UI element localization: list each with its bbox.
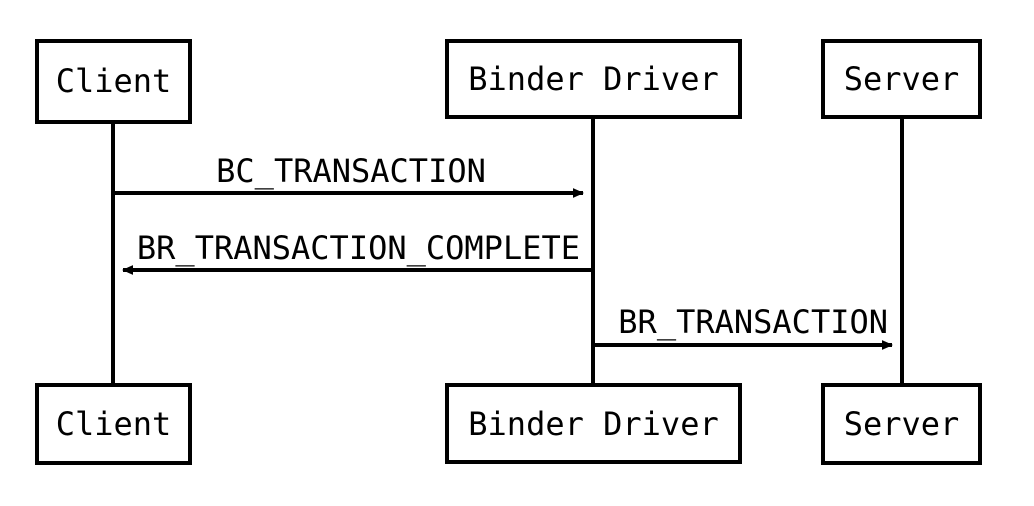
participant-header-server: Server <box>821 39 982 119</box>
participant-label-server-bottom: Server <box>844 405 960 443</box>
participant-header-client: Client <box>35 39 192 124</box>
participant-label-client-top: Client <box>56 62 172 100</box>
participant-footer-client: Client <box>35 383 192 465</box>
participant-box-client-top <box>35 39 192 124</box>
participant-box-client-bottom <box>35 383 192 465</box>
participant-box-binder-driver-bottom <box>445 383 742 464</box>
participant-box-server-top <box>821 39 982 119</box>
participant-footer-server: Server <box>821 383 982 465</box>
lifelines <box>111 117 904 385</box>
participant-label-client-bottom: Client <box>56 405 172 443</box>
messages: BC_TRANSACTION BR_TRANSACTION_COMPLETE B… <box>113 152 893 350</box>
participant-box-binder-driver-top <box>445 39 742 119</box>
participant-header-binder-driver: Binder Driver <box>445 39 742 119</box>
participant-label-server-top: Server <box>844 60 960 98</box>
participant-footer-binder-driver: Binder Driver <box>445 383 742 464</box>
message-label-br-transaction: BR_TRANSACTION <box>618 303 888 341</box>
participant-label-binder-driver-bottom: Binder Driver <box>468 405 718 443</box>
participant-label-binder-driver-top: Binder Driver <box>468 60 718 98</box>
participant-box-server-bottom <box>821 383 982 465</box>
message-label-bc-transaction: BC_TRANSACTION <box>216 152 486 190</box>
message-label-br-transaction-complete: BR_TRANSACTION_COMPLETE <box>137 229 580 267</box>
